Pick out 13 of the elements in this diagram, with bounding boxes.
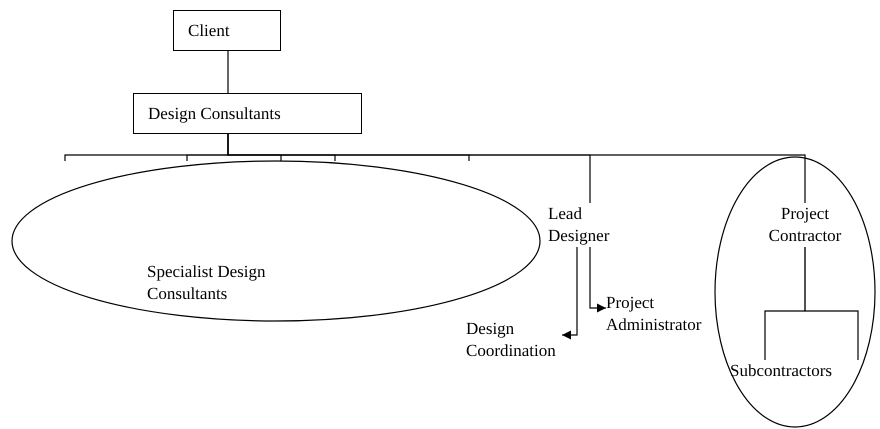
role-label: Subcontractors (730, 360, 832, 382)
connector-line (227, 51, 229, 93)
role-label: Project Contractor (755, 203, 855, 247)
connector-line (804, 247, 859, 360)
role-label: Project Administrator (606, 292, 710, 336)
role-label: Lead Designer (548, 203, 630, 247)
role-label: Design Coordination (466, 318, 562, 362)
group-label: Specialist Design Consultants (147, 261, 267, 305)
arrow (589, 247, 606, 312)
connector-line (227, 134, 806, 203)
arrow (562, 247, 578, 340)
role-box: Design Consultants (133, 93, 362, 134)
role-box: Client (173, 10, 281, 51)
